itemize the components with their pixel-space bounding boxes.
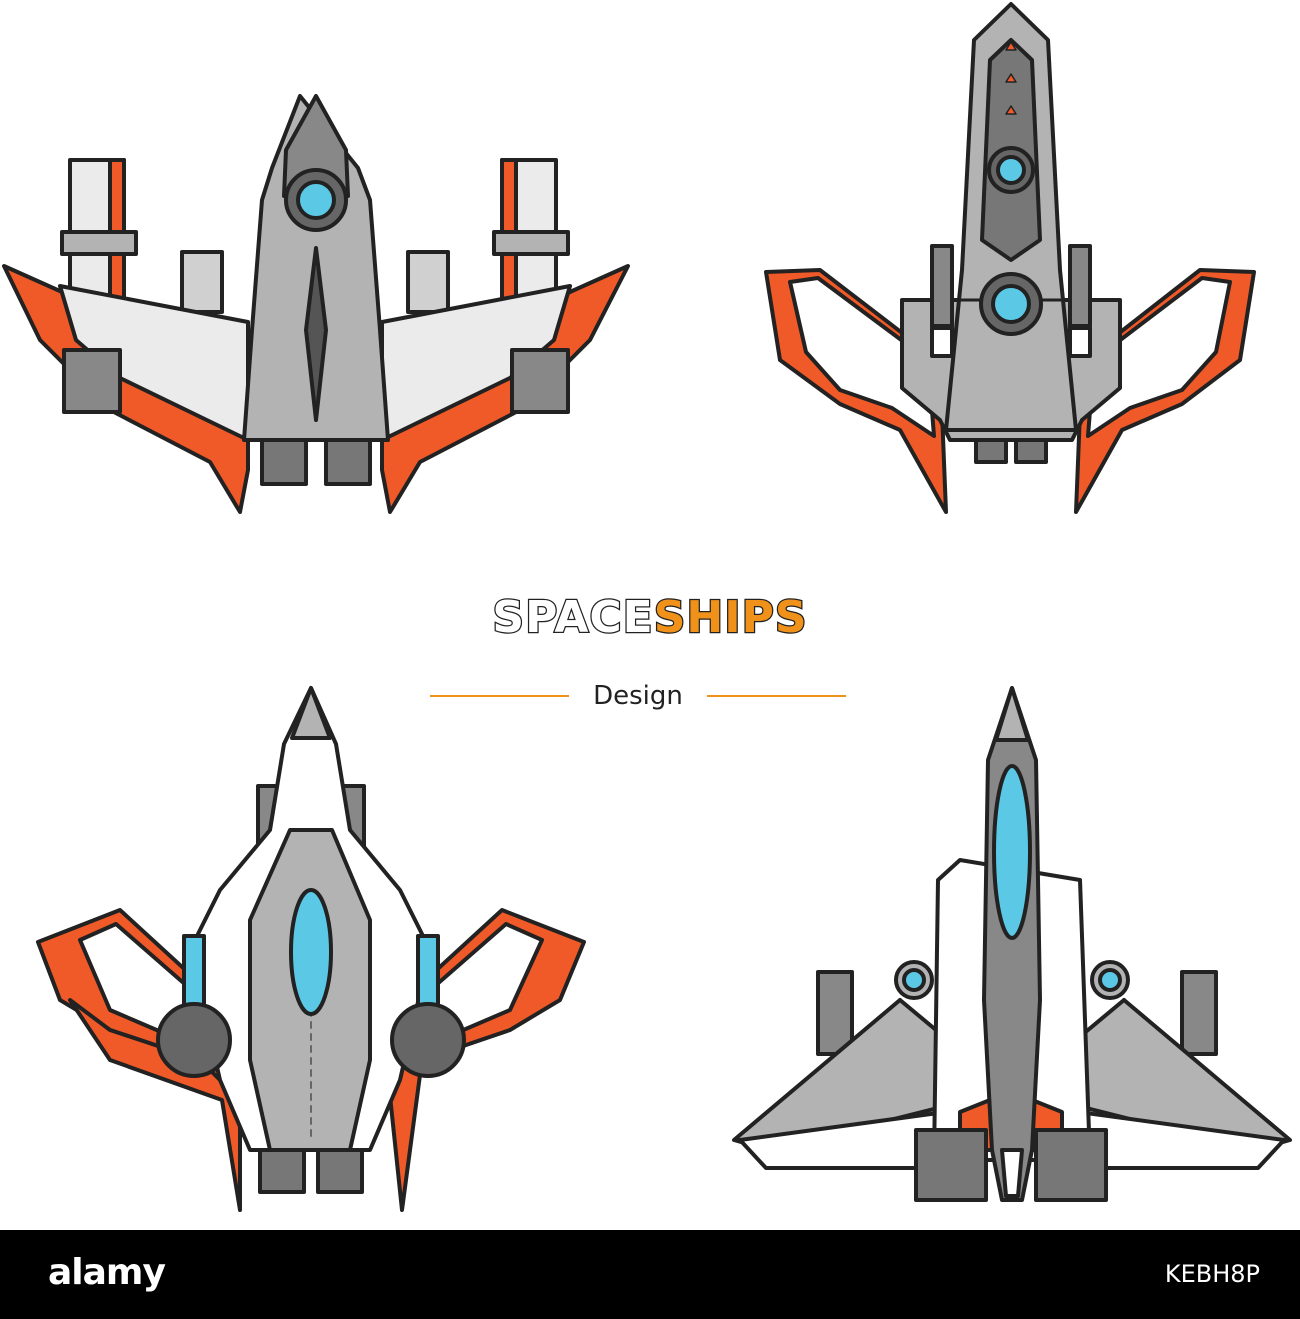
spaceships-artwork — [2, 2, 1292, 1212]
title-word-ships: SHIPS — [652, 591, 808, 645]
spaceship-1-icon — [2, 94, 630, 514]
watermark-bar: alamy KEBH8P — [0, 1230, 1300, 1319]
image-code: KEBH8P — [1164, 1260, 1260, 1288]
spaceship-2-icon — [764, 2, 1256, 514]
subtitle-text: Design — [593, 681, 683, 711]
title-word-space: SPACE — [491, 591, 654, 645]
subtitle-divider-right — [706, 695, 846, 697]
subtitle-row: Design — [430, 678, 846, 714]
spaceship-3-icon — [36, 686, 586, 1212]
brand-logo: alamy — [48, 1252, 166, 1293]
spaceship-4-icon — [732, 686, 1292, 1202]
subtitle-divider-left — [430, 695, 570, 697]
spaceships-title: SPACESHIPS — [0, 591, 1300, 645]
